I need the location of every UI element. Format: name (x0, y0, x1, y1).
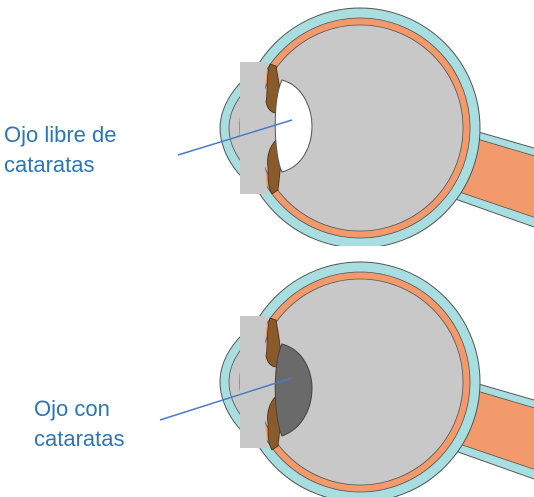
healthy-eye (219, 7, 534, 246)
cataract-eye (219, 261, 534, 497)
front-cut (240, 62, 268, 194)
front-cut (240, 316, 268, 448)
cloudy-lens (274, 343, 313, 437)
healthy-eye-label: Ojo libre de cataratas (4, 122, 117, 177)
cataract-eye-label: Ojo con cataratas (34, 396, 125, 451)
iris-upper (265, 317, 281, 368)
pointer-line-healthy (177, 119, 293, 156)
pointer-line-cataract (159, 377, 293, 421)
clear-lens (274, 79, 313, 173)
